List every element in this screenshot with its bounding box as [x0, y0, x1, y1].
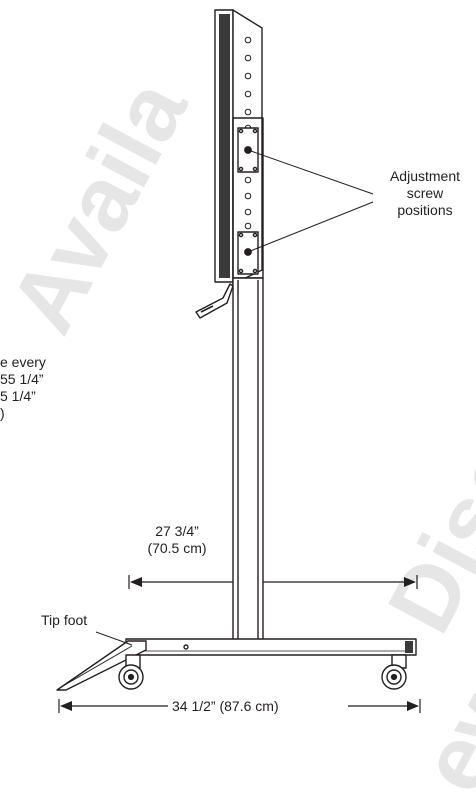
pen-tray — [195, 283, 234, 319]
stand-diagram — [56, 9, 421, 713]
dimension-width-imperial: 27 3/4” — [155, 523, 199, 539]
clipped-note-line-3: 5 1/4” — [0, 388, 36, 404]
clipped-note-line-1: e every — [0, 354, 46, 370]
adjustment-line-2: screw — [406, 185, 444, 201]
clipped-note-line-4: ) — [0, 405, 5, 421]
dimension-27-3-4 — [128, 575, 418, 589]
dimension-width-metric: (70.5 cm) — [147, 540, 207, 556]
stand-column — [232, 277, 264, 641]
tip-foot — [56, 631, 147, 691]
adjustment-line-1: Adjustment — [389, 168, 461, 184]
clipped-note-line-2: 55 1/4” — [0, 371, 44, 387]
dimension-base-label: 34 1/2” (87.6 cm) — [172, 698, 279, 714]
tip-foot-label: Tip foot — [41, 612, 88, 628]
adjustment-line-3: positions — [397, 202, 453, 218]
adjustment-callout-label: Adjustment screw positions — [375, 168, 475, 219]
dimension-width-label: 27 3/4” (70.5 cm) — [132, 523, 222, 557]
right-caster — [381, 654, 407, 690]
left-caster — [118, 654, 144, 690]
dimension-34-1-2 — [58, 699, 421, 713]
lower-screw-bracket — [237, 231, 259, 275]
adjustment-callout-lines — [247, 149, 374, 253]
stand-base — [125, 638, 417, 656]
clipped-note: e every 55 1/4” 5 1/4” ) — [0, 354, 46, 422]
